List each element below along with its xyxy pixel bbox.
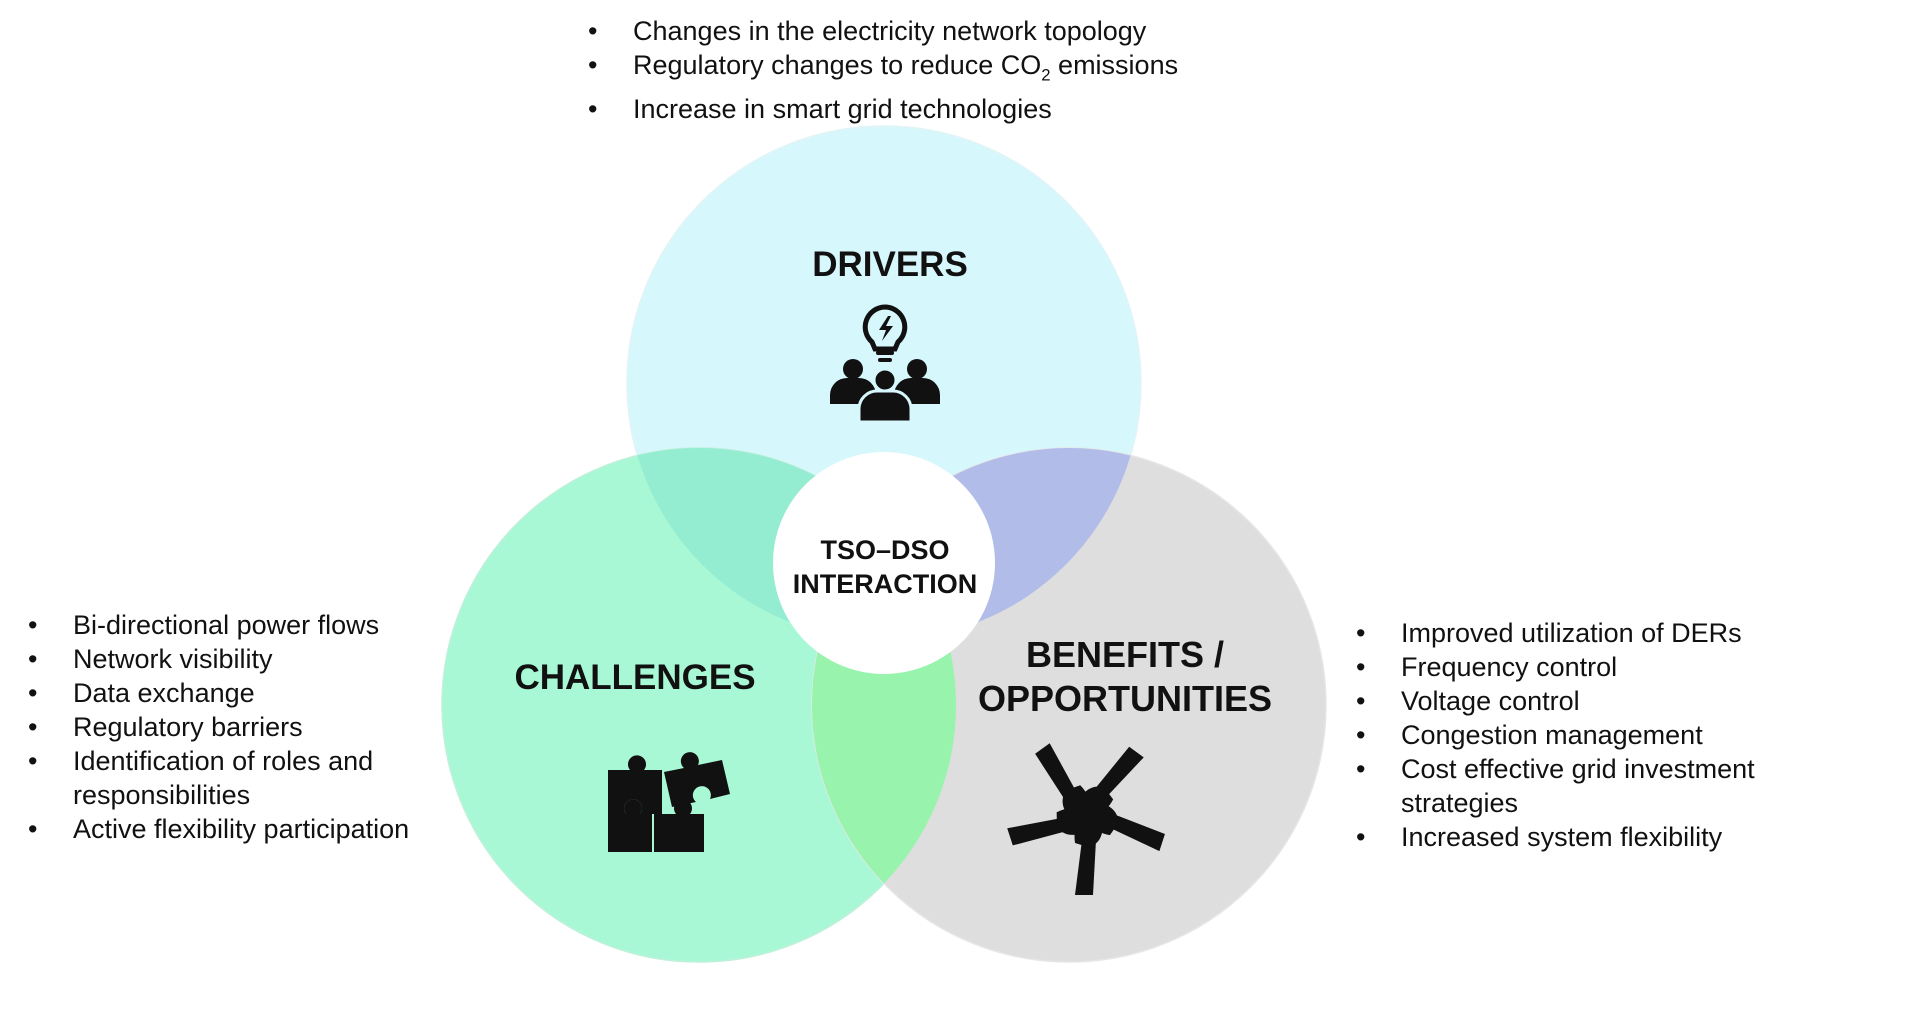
list-item: Identification of roles and responsibili…: [28, 744, 438, 812]
list-item: Changes in the electricity network topol…: [588, 14, 1178, 48]
lightbulb-team-icon: [830, 304, 940, 424]
list-item: Frequency control: [1356, 650, 1826, 684]
list-item: Network visibility: [28, 642, 438, 676]
center-label-line1: TSO–DSO: [820, 535, 950, 565]
challenges-list: Bi-directional power flows Network visib…: [28, 608, 438, 846]
drivers-title: DRIVERS: [812, 245, 968, 284]
challenges-title: CHALLENGES: [514, 658, 756, 697]
benefits-title-line2: OPPORTUNITIES: [977, 678, 1273, 719]
benefits-title: BENEFITS / OPPORTUNITIES: [960, 633, 1290, 721]
list-item: Congestion management: [1356, 718, 1826, 752]
list-item: Increase in smart grid technologies: [588, 92, 1178, 126]
puzzle-pieces-icon: [608, 752, 730, 852]
list-item: Bi-directional power flows: [28, 608, 438, 642]
list-item: Regulatory changes to reduce CO2 emissio…: [588, 48, 1178, 92]
list-item: Improved utilization of DERs: [1356, 616, 1826, 650]
drivers-list: Changes in the electricity network topol…: [588, 14, 1178, 126]
list-item: Regulatory barriers: [28, 710, 438, 744]
benefits-title-line1: BENEFITS /: [1025, 634, 1225, 675]
center-label-line2: INTERACTION: [792, 569, 978, 599]
list-item: Voltage control: [1356, 684, 1826, 718]
center-circle: [773, 452, 995, 674]
list-item: Data exchange: [28, 676, 438, 710]
benefits-list: Improved utilization of DERs Frequency c…: [1356, 616, 1826, 854]
list-item: Increased system flexibility: [1356, 820, 1826, 854]
center-label: TSO–DSO INTERACTION: [770, 533, 1000, 601]
list-item: Active flexibility participation: [28, 812, 438, 846]
joined-hands-icon: [1007, 743, 1165, 895]
list-item: Cost effective grid investment strategie…: [1356, 752, 1826, 820]
